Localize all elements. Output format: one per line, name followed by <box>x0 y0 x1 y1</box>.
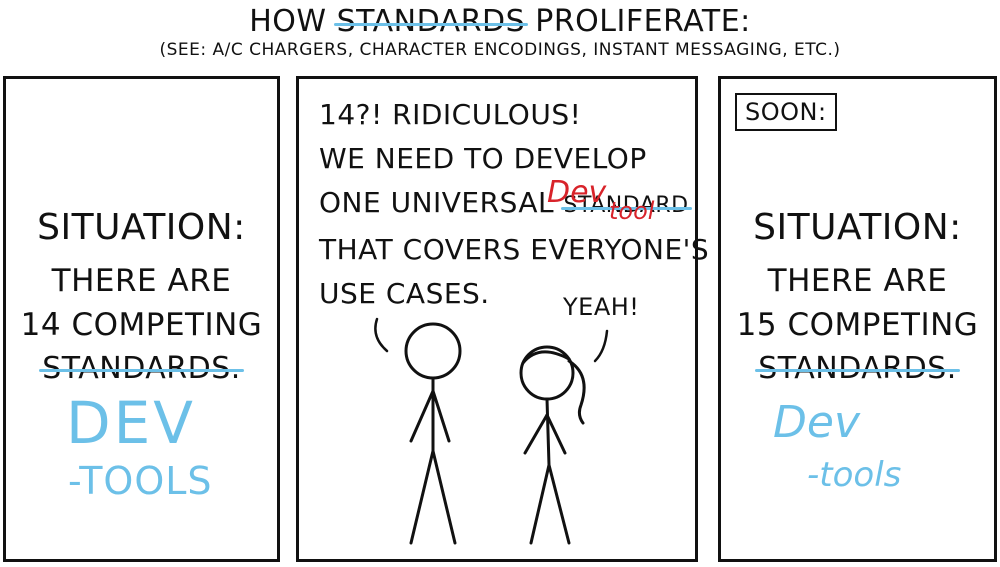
panel3-line-competing: 15 COMPETING <box>736 307 979 343</box>
stick-figure-woman <box>519 345 586 545</box>
panel3-struck-line: STANDARDS. <box>721 351 994 386</box>
speech-line-3: ONE UNIVERSAL STANDARD <box>319 181 709 228</box>
speech-line-1: 14?! RIDICULOUS! <box>319 98 582 131</box>
panel3-replacement-top: Dev <box>773 397 860 448</box>
panel1-replacement-top: DEV <box>66 389 196 457</box>
panel1-situation: SITUATION: <box>37 207 246 248</box>
title-suffix: PROLIFERATE: <box>535 4 751 39</box>
panel1-line-competing: 14 COMPETING <box>20 307 263 343</box>
panel1-replacement-bottom: -TOOLS <box>68 459 213 503</box>
panel3-soon-caption: SOON: <box>735 93 837 131</box>
panel2-speech: 14?! RIDICULOUS! WE NEED TO DEVELOP ONE … <box>319 93 709 316</box>
speaker-speech-tail <box>374 317 389 353</box>
panel2-red-edit-top: Dev <box>547 175 607 210</box>
panel-1: SITUATION: THERE ARE 14 COMPETING STANDA… <box>3 76 280 562</box>
panel2-reply: YEAH! <box>563 293 640 321</box>
panel3-replacement-bottom: -tools <box>807 455 902 495</box>
panel1-struck-word: STANDARDS. <box>39 351 244 386</box>
panel2-red-edit-bottom: tool <box>609 197 655 225</box>
speech-line-2: WE NEED TO DEVELOP <box>319 142 647 175</box>
speech-line-4: THAT COVERS EVERYONE'S <box>319 233 710 266</box>
stick-figure-man <box>404 322 462 545</box>
speech-struck-word: STANDARD <box>560 184 692 228</box>
speech-line-3-text: ONE UNIVERSAL <box>319 186 555 219</box>
comic-subtitle: (SEE: A/C CHARGERS, CHARACTER ENCODINGS,… <box>159 40 841 60</box>
panel1-line-there-are: THERE ARE <box>51 263 232 299</box>
title-prefix: HOW <box>249 4 327 39</box>
panel-2: 14?! RIDICULOUS! WE NEED TO DEVELOP ONE … <box>296 76 709 562</box>
stick-figures-drawing <box>374 317 609 545</box>
speech-line-5: USE CASES. <box>319 277 490 310</box>
panel3-struck-word: STANDARDS. <box>755 351 960 386</box>
panel3-situation: SITUATION: <box>753 207 962 248</box>
reply-speech-tail <box>593 329 609 363</box>
panel3-line-there-are: THERE ARE <box>767 263 948 299</box>
title-struck-word: STANDARDS <box>333 4 528 39</box>
panel-3: SOON: SITUATION: THERE ARE 15 COMPETING … <box>718 76 997 562</box>
comic-title: HOW STANDARDS PROLIFERATE: <box>0 6 1000 38</box>
panel1-struck-line: STANDARDS. <box>6 351 277 386</box>
